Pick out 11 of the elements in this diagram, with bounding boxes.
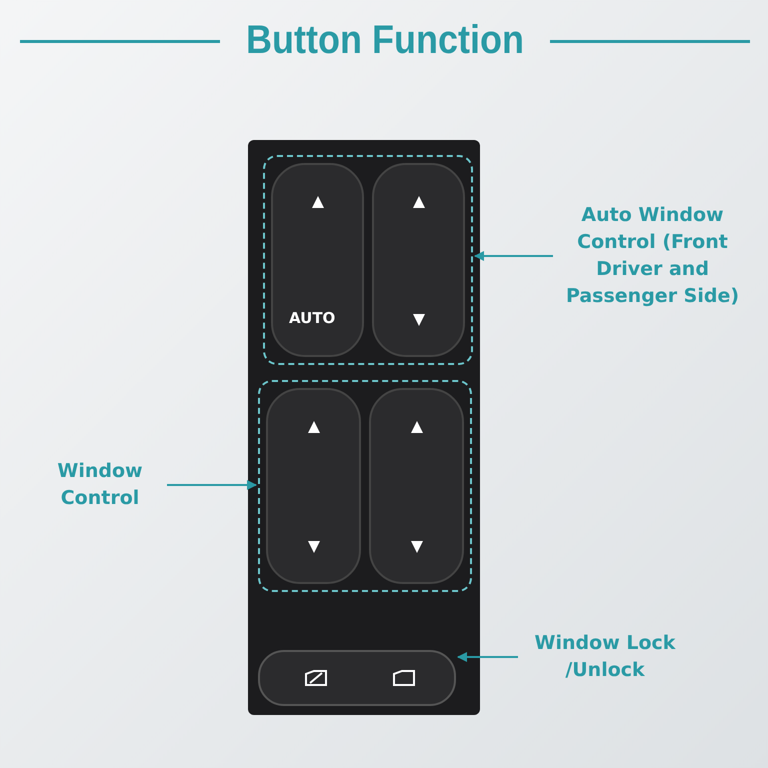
leader-arrow	[457, 652, 518, 662]
button-group-outline	[258, 380, 472, 592]
button-label: AUTO	[289, 309, 336, 327]
callout-label: Window Control	[35, 458, 165, 512]
lock-rocker-switch	[258, 650, 456, 706]
leader-arrow	[167, 480, 257, 490]
leader-arrow	[474, 251, 553, 261]
title: Button Function	[246, 18, 524, 63]
callout-label: Window Lock /Unlock	[520, 630, 690, 684]
button-group-outline	[263, 155, 473, 365]
callout-label: Auto Window Control (Front Driver and Passenger Side)	[555, 202, 750, 310]
